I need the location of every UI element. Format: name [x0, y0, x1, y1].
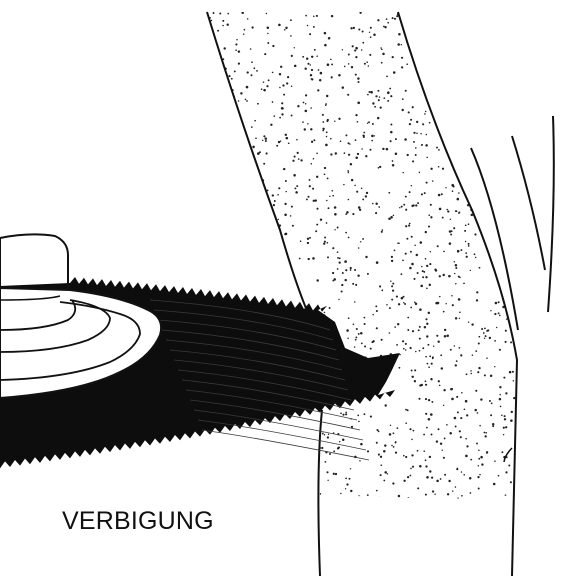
caption-label: VERBIGUNG [62, 509, 214, 534]
tree-trunk [207, 12, 521, 576]
